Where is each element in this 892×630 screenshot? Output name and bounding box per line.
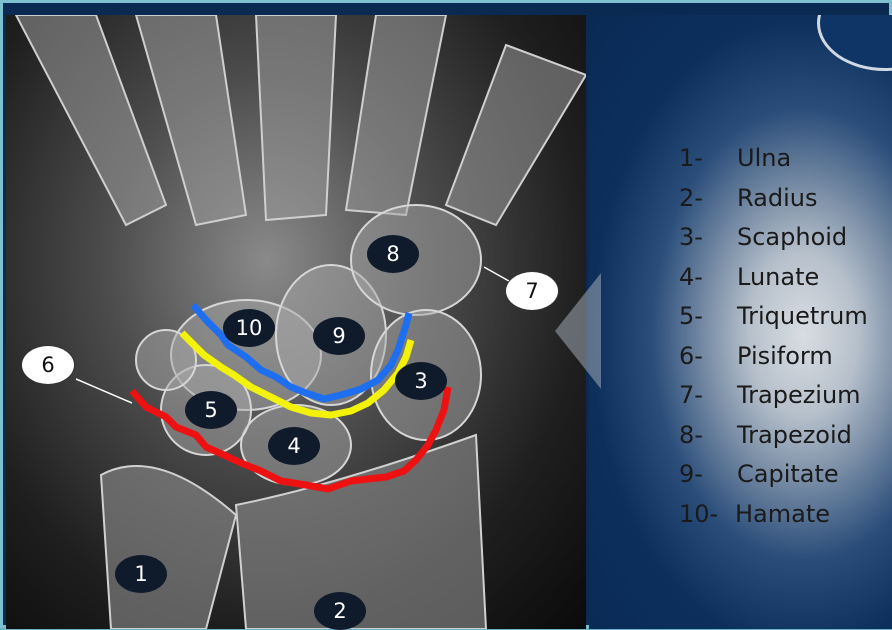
marker-4-lunate: 4: [268, 427, 320, 465]
wrist-xray-image: [6, 15, 586, 629]
legend-item: 9-Capitate: [679, 457, 868, 497]
legend-item: 6-Pisiform: [679, 339, 868, 379]
legend-item: 1-Ulna: [679, 141, 868, 181]
legend-item: 5-Triquetrum: [679, 299, 868, 339]
bone-legend-list: 1-Ulna 2-Radius 3-Scaphoid 4-Lunate 5-Tr…: [679, 141, 868, 536]
marker-9-capitate: 9: [313, 317, 365, 355]
legend-item: 3-Scaphoid: [679, 220, 868, 260]
marker-5-triquetrum: 5: [185, 391, 237, 429]
marker-7-trapezium: 7: [505, 271, 559, 311]
legend-item: 8-Trapezoid: [679, 418, 868, 458]
marker-6-pisiform: 6: [21, 345, 75, 385]
marker-10-hamate: 10: [223, 309, 275, 347]
callout-pointer: [555, 273, 601, 389]
legend-item: 4-Lunate: [679, 260, 868, 300]
leader-line-6: [76, 379, 132, 403]
legend-item: 7-Trapezium: [679, 378, 868, 418]
marker-3-scaphoid: 3: [395, 362, 447, 400]
marker-2-radius: 2: [314, 592, 366, 630]
university-seal-logo: [817, 15, 892, 71]
marker-8-trapezoid: 8: [367, 235, 419, 273]
marker-1-ulna: 1: [115, 555, 167, 593]
bone-outlines: [6, 15, 586, 629]
legend-item: 2-Radius: [679, 181, 868, 221]
legend-item: 10-Hamate: [679, 497, 868, 537]
